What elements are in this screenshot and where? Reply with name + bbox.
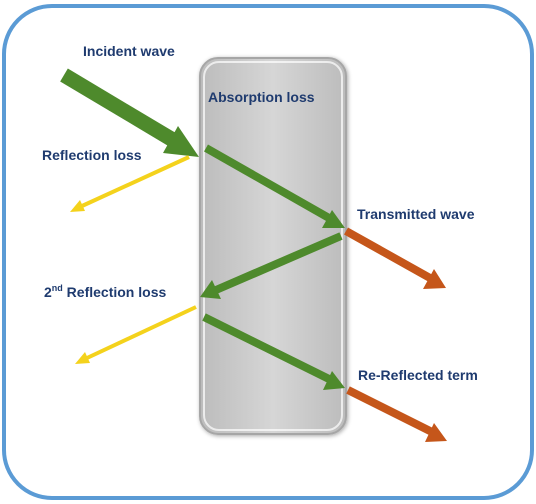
- slab-inner-highlight: [203, 61, 343, 431]
- second-reflection-loss-arrow: [75, 305, 197, 364]
- transmitted-wave-arrow: [344, 227, 446, 289]
- transmitted-wave-label: Transmitted wave: [357, 206, 475, 222]
- absorbing-slab: [199, 57, 347, 435]
- second-reflection-ordinal-suffix: nd: [51, 283, 63, 293]
- reflection-loss-label: Reflection loss: [42, 147, 142, 163]
- internal-wave-1-arrow: [204, 144, 345, 228]
- second-reflection-ordinal: 2: [44, 284, 52, 300]
- incident-wave-label: Incident wave: [83, 43, 175, 59]
- internal-wave-2-arrow: [200, 232, 343, 299]
- internal-wave-3-arrow: [202, 313, 345, 390]
- second-reflection-text: Reflection loss: [62, 284, 167, 300]
- re-reflected-term-arrow: [346, 386, 447, 442]
- re-reflected-term-label: Re-Reflected term: [358, 367, 478, 383]
- second-reflection-loss-label: 2nd Reflection loss: [44, 283, 167, 300]
- absorption-loss-label: Absorption loss: [208, 89, 315, 105]
- incident-wave-arrow: [60, 68, 199, 157]
- reflection-loss-arrow: [70, 155, 190, 212]
